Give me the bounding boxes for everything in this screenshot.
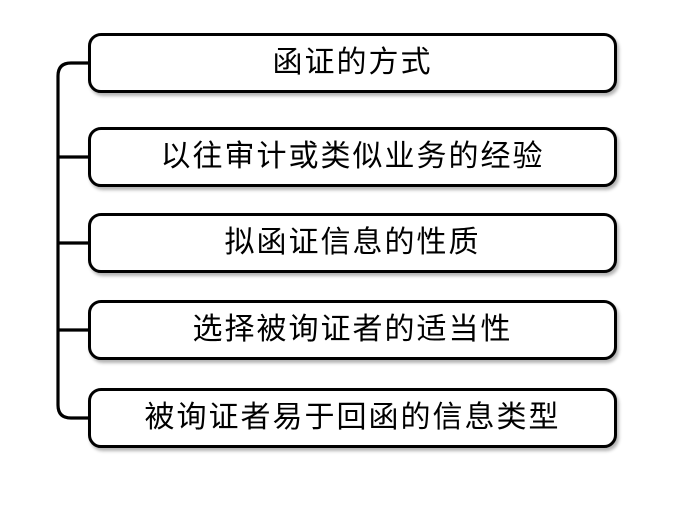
node-label: 选择被询证者的适当性: [192, 313, 513, 346]
node-label: 函证的方式: [272, 46, 433, 79]
diagram-node-prior-audit-experience: 以往审计或类似业务的经验: [88, 127, 617, 187]
bracket-spine: [56, 61, 88, 420]
diagram-node-respondent-appropriateness: 选择被询证者的适当性: [88, 300, 617, 360]
diagram-node-easy-reply-information-type: 被询证者易于回函的信息类型: [88, 388, 617, 448]
node-label: 拟函证信息的性质: [224, 226, 481, 259]
node-label: 以往审计或类似业务的经验: [160, 140, 545, 173]
diagram-node-confirmation-method: 函证的方式: [88, 33, 617, 93]
diagram-node-information-nature: 拟函证信息的性质: [88, 213, 617, 273]
node-label: 被询证者易于回函的信息类型: [144, 401, 561, 434]
